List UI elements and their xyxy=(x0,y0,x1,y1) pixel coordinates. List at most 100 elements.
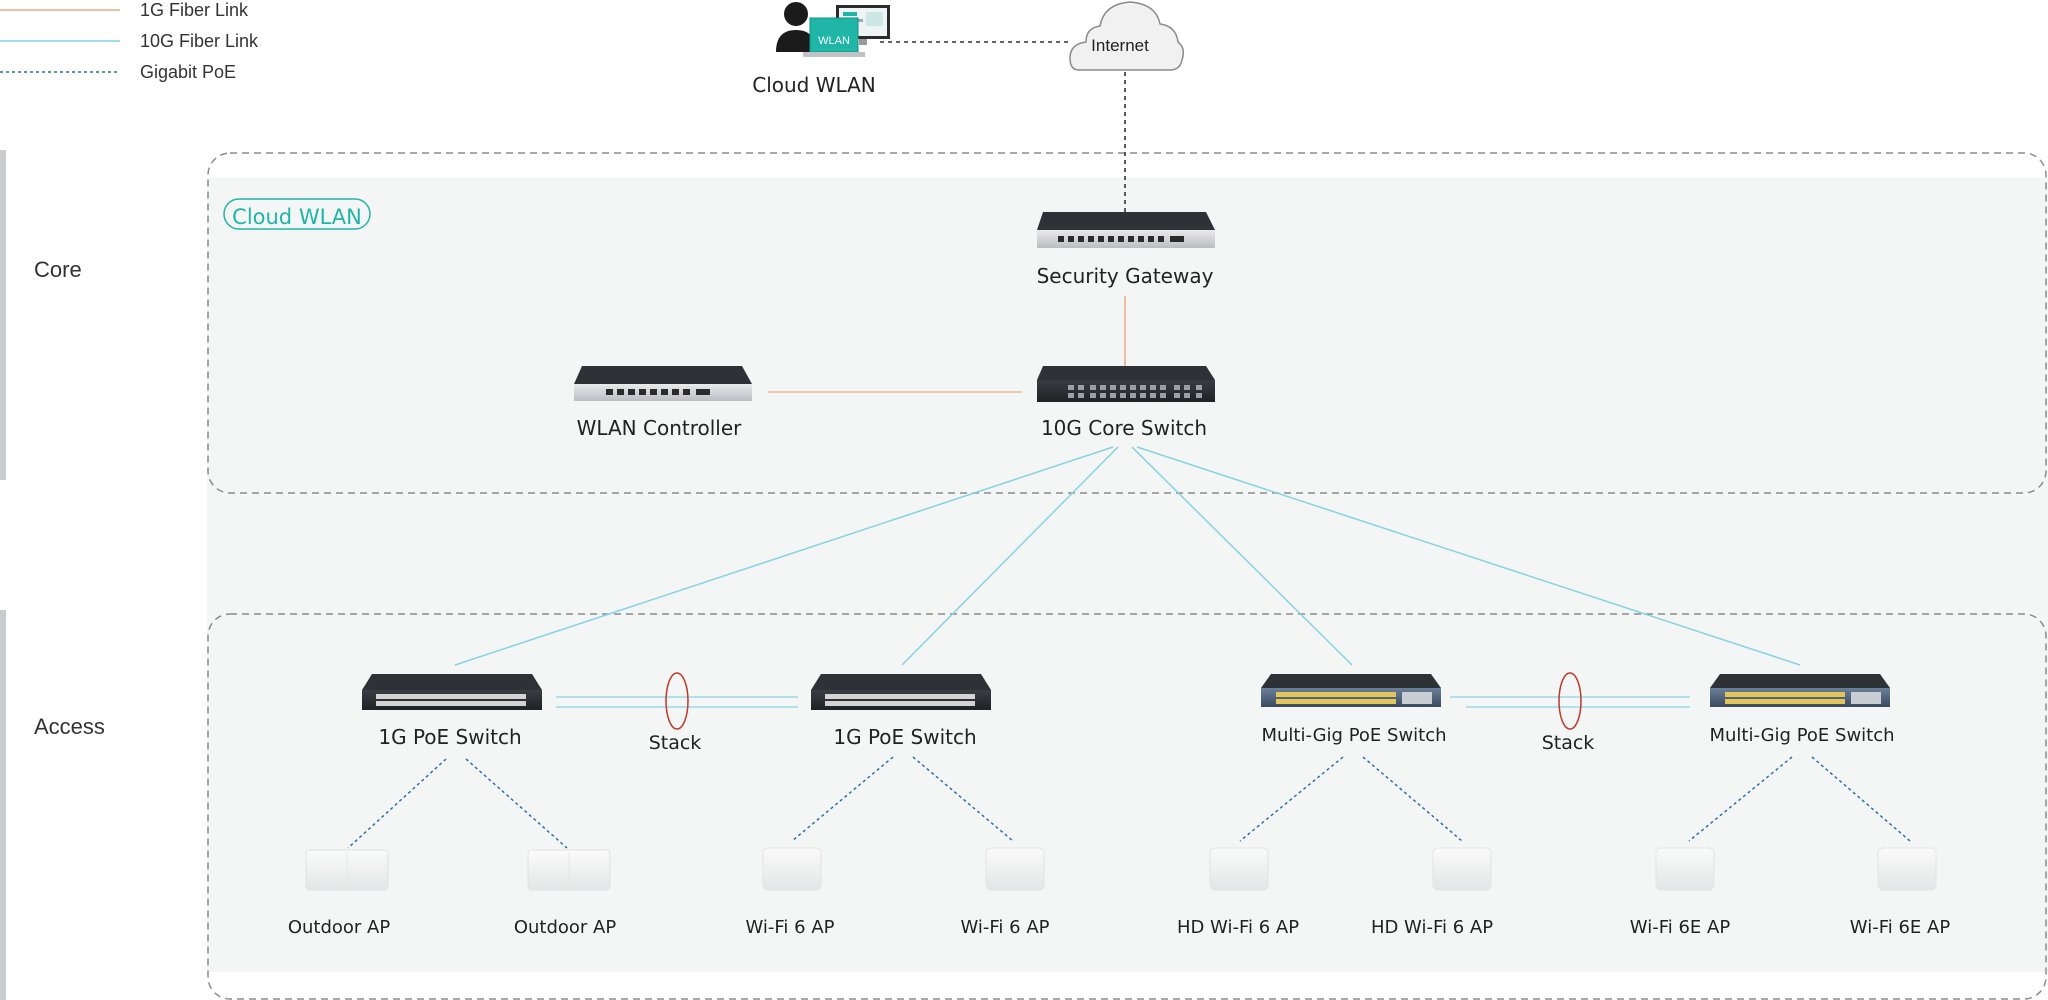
ap-label: Wi-Fi 6 AP xyxy=(745,917,834,938)
uplink-mg-switch-1 xyxy=(1131,446,1353,666)
access-side-bar xyxy=(0,610,6,1000)
switch-port-row xyxy=(376,701,526,706)
indoor-ap-icon xyxy=(1877,847,1937,891)
switch-chassis-top xyxy=(362,674,542,690)
user-icon-body xyxy=(776,30,816,52)
switch-front-panel xyxy=(811,690,991,710)
poe-switch-2[interactable]: 1G PoE Switch xyxy=(811,674,991,749)
legend-item-10g-fiber: 10G Fiber Link xyxy=(0,31,259,51)
switch-port-row xyxy=(1725,699,1845,704)
stack-label: Stack xyxy=(1542,732,1595,754)
core-switch-ports xyxy=(1068,385,1202,398)
indoor-ap-icon xyxy=(985,847,1045,891)
legend-label: 10G Fiber Link xyxy=(140,31,259,51)
controller-ports xyxy=(606,389,710,395)
uplink-poe-switch-1 xyxy=(454,446,1114,666)
ap-1[interactable]: Outdoor AP xyxy=(514,849,617,938)
ap-3[interactable]: Wi-Fi 6 AP xyxy=(960,847,1050,938)
gateway-front-panel xyxy=(1037,230,1215,248)
switch-chassis-top xyxy=(811,674,991,690)
mg-switch-1-label: Multi-Gig PoE Switch xyxy=(1261,725,1446,746)
stack-label: Stack xyxy=(649,732,702,754)
stack-links-2: Stack xyxy=(1450,672,1690,754)
security-gateway[interactable]: Security Gateway xyxy=(1037,212,1215,288)
user-icon xyxy=(784,2,808,26)
laptop-icon: WLAN xyxy=(803,17,865,57)
poe-link xyxy=(912,756,1014,842)
uplink-mg-switch-2 xyxy=(1136,446,1801,666)
ap-label: HD Wi-Fi 6 AP xyxy=(1371,917,1493,938)
core-switch-label: 10G Core Switch xyxy=(1041,416,1207,440)
cloud-wlan-badge: Cloud WLAN xyxy=(223,198,371,230)
ap-2[interactable]: Wi-Fi 6 AP xyxy=(745,847,835,938)
wlan-screen-badge: WLAN xyxy=(818,35,850,47)
gateway-chassis-top xyxy=(1037,212,1215,230)
ap-6[interactable]: Wi-Fi 6E AP xyxy=(1630,847,1731,938)
core-switch[interactable]: 10G Core Switch xyxy=(1037,366,1215,440)
legend-item-gigabit-poe: Gigabit PoE xyxy=(0,62,236,82)
access-zone-border xyxy=(207,613,2047,1000)
core-uplinks xyxy=(454,446,1801,666)
poe-link xyxy=(465,758,568,849)
ap-label: Wi-Fi 6 AP xyxy=(960,917,1049,938)
switch-uplink-ports xyxy=(1851,692,1881,704)
stack-ring-icon xyxy=(1558,672,1582,730)
core-switch-chassis-top xyxy=(1037,366,1215,380)
poe-link xyxy=(1362,756,1463,842)
ap-7[interactable]: Wi-Fi 6E AP xyxy=(1850,847,1951,938)
access-zone-label: Access xyxy=(34,714,105,739)
ap-0[interactable]: Outdoor AP xyxy=(288,849,391,938)
switch-uplink-ports xyxy=(1402,692,1432,704)
ap-label: HD Wi-Fi 6 AP xyxy=(1177,917,1299,938)
ap-label: Wi-Fi 6E AP xyxy=(1630,917,1731,938)
internet-node[interactable]: Internet xyxy=(1069,1,1185,71)
poe-link xyxy=(791,756,894,842)
core-side-bar xyxy=(0,150,6,480)
cloud-icon xyxy=(1069,1,1185,71)
legend-item-1g-fiber: 1G Fiber Link xyxy=(0,0,249,20)
switch-chassis-top xyxy=(1261,674,1441,688)
wlan-controller[interactable]: WLAN Controller xyxy=(574,366,752,440)
stack-links-1: Stack xyxy=(556,672,798,754)
gateway-ports xyxy=(1058,236,1184,242)
switch-front-panel xyxy=(362,690,542,710)
poe-links xyxy=(347,756,1911,849)
switch-port-row xyxy=(1276,692,1396,697)
switch-port-row xyxy=(825,701,975,706)
legend-label: Gigabit PoE xyxy=(140,62,236,82)
indoor-ap-icon xyxy=(1209,847,1269,891)
cloud-wlan-badge-label: Cloud WLAN xyxy=(232,205,362,229)
switch-chassis-top xyxy=(1710,674,1890,688)
legend-label: 1G Fiber Link xyxy=(140,0,249,20)
network-zone-background xyxy=(207,178,2048,972)
switch-port-row xyxy=(825,694,975,699)
switch-port-row xyxy=(1276,699,1396,704)
cloud-wlan-label: Cloud WLAN xyxy=(752,73,876,97)
cloud-wlan-node[interactable]: WLAN Cloud WLAN xyxy=(752,2,890,97)
poe-link xyxy=(1239,756,1344,842)
poe-switch-1[interactable]: 1G PoE Switch xyxy=(362,674,542,749)
switch-port-row xyxy=(1725,692,1845,697)
stack-ring-icon xyxy=(665,672,689,730)
ap-4[interactable]: HD Wi-Fi 6 AP xyxy=(1177,847,1299,938)
ap-label: Outdoor AP xyxy=(514,917,617,938)
controller-chassis-top xyxy=(574,366,752,384)
ap-label: Outdoor AP xyxy=(288,917,391,938)
poe-link xyxy=(1688,756,1793,842)
uplink-poe-switch-2 xyxy=(901,446,1119,666)
security-gateway-label: Security Gateway xyxy=(1037,264,1214,288)
core-zone-label: Core xyxy=(34,257,82,282)
internet-label: Internet xyxy=(1091,36,1149,55)
mg-switch-1[interactable]: Multi-Gig PoE Switch xyxy=(1261,674,1447,746)
poe-switch-1-label: 1G PoE Switch xyxy=(378,725,521,749)
legend: 1G Fiber Link 10G Fiber Link Gigabit PoE xyxy=(0,0,259,82)
poe-link xyxy=(347,758,447,849)
wlan-controller-label: WLAN Controller xyxy=(577,416,743,440)
ap-label: Wi-Fi 6E AP xyxy=(1850,917,1951,938)
ap-5[interactable]: HD Wi-Fi 6 AP xyxy=(1371,847,1493,938)
indoor-ap-icon xyxy=(1655,847,1715,891)
mg-switch-2[interactable]: Multi-Gig PoE Switch xyxy=(1709,674,1895,746)
switch-port-row xyxy=(376,694,526,699)
mg-switch-2-label: Multi-Gig PoE Switch xyxy=(1709,725,1894,746)
